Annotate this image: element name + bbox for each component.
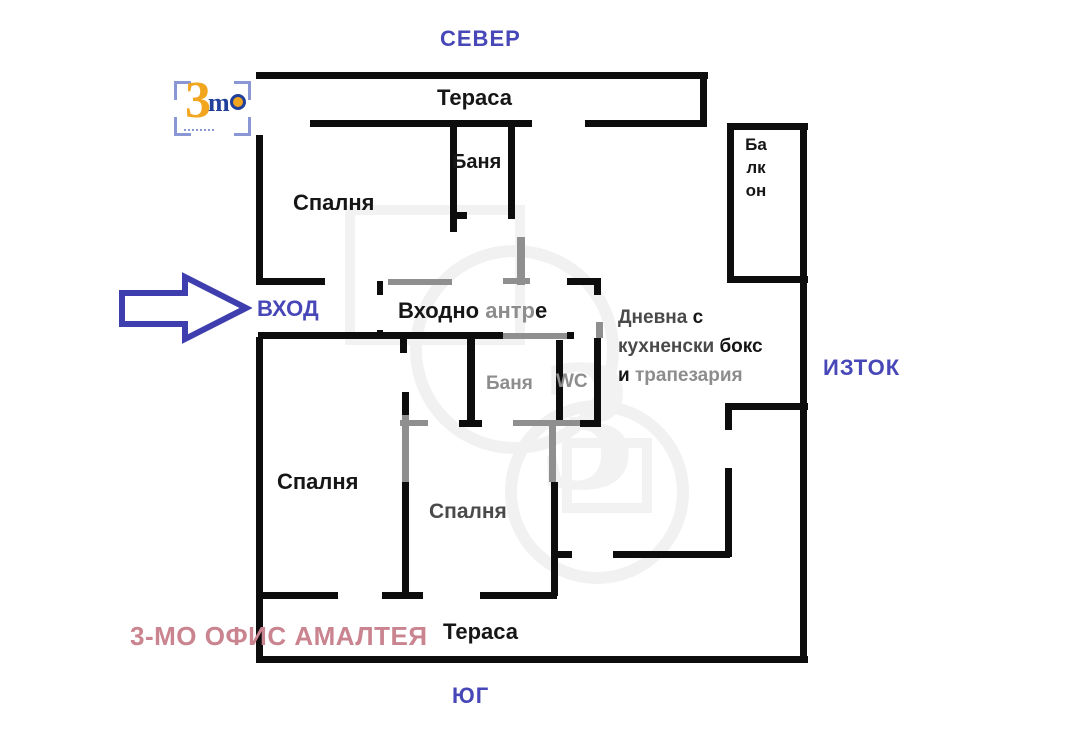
terrace-wall-bottom [382,592,423,599]
living-room-label-part: с [692,307,704,328]
wc-wall-right [594,338,601,427]
hall-wall-bottom [258,332,503,339]
door-jamb [580,420,601,427]
wall-segment [256,278,325,285]
compass-south-label: ЮГ [452,683,490,708]
door-opening [549,420,556,482]
balcony-wall-left [727,123,734,283]
bath1-wall-left [450,123,457,232]
logo-bracket-icon [234,81,251,100]
wc-wall-left [556,340,563,423]
terrace-wall-bottom [480,592,557,599]
logo-bracket-icon [234,117,251,136]
bedroom1-label: Спалня [293,190,375,215]
door-jamb [551,551,572,558]
door-opening [503,333,567,339]
logo-bracket-icon [174,117,191,136]
bedroom3-wall-right [551,482,558,596]
door-jamb [377,281,383,295]
terrace-top-label: Тераса [437,85,512,110]
wall-segment [725,403,808,410]
entry-hall-label-part: Входно [398,298,486,323]
compass-north-label: СЕВЕР [440,26,521,51]
living-room-label: Дневна с кухненски бокс и трапезария [618,303,763,390]
logo-bracket-icon [174,81,191,100]
bath2-wall-left [467,338,475,427]
wall-segment [700,72,707,125]
entrance-label: ВХОД [257,296,319,321]
logo-o-mark-icon [230,94,246,110]
logo-fineprint [184,129,214,131]
entry-hall-label-part: е [535,298,548,323]
wall-bottom-outer [256,656,808,663]
bedroom-partition [402,392,409,415]
living-wall-bottom [613,551,730,558]
compass-east-label: ИЗТОК [823,355,901,380]
logo-letter-m: m [208,88,230,117]
wall-segment [567,278,601,285]
wall-segment [594,285,601,295]
bath1-label: Баня [452,151,502,173]
living-room-label-part: кухненски [618,336,720,357]
wall-segment [567,332,574,339]
balcony-wall-bottom [727,276,808,283]
bedroom3-label: Спалня [429,500,507,523]
door-opening [388,279,452,285]
terrace-bottom-label: Тераса [443,619,518,644]
bath1-wall-right [508,123,515,219]
terrace-wall-bottom [258,592,338,599]
wall-left-outer [256,337,263,663]
door-jamb [400,335,407,353]
wc-label: WC [556,371,588,392]
door-opening [402,415,409,482]
wall-segment [310,120,532,127]
wall-segment [725,468,732,557]
door-opening [503,278,530,284]
wall-segment [725,403,732,430]
bedroom-partition [402,482,409,594]
entry-hall-label-part: антр [485,298,535,323]
living-room-label-part: и [618,365,635,386]
logo-numeral: 3 [185,72,211,129]
door-opening [517,237,525,285]
living-room-label-part: трапезария [634,365,743,386]
living-room-label-part: Дневна [618,307,693,328]
living-room-label-part: бокс [719,336,763,357]
balcony-label: Балкон [745,135,767,200]
agency-watermark: 3-МО ОФИС АМАЛТЕЯ [130,621,428,651]
door-opening [513,420,580,426]
balcony-wall-top [727,123,808,130]
bath2-label: Баня [486,373,533,394]
bedroom2-label: Спалня [277,469,359,494]
wall-right-outer [800,123,807,663]
ghost-watermark-frame [562,438,652,513]
entrance-arrow-icon [119,272,252,344]
wall-segment [256,72,708,79]
agency-logo: 3 m [174,72,252,138]
door-jamb [450,212,467,219]
door-jamb [459,420,482,427]
door-opening [596,322,603,338]
wall-segment [585,120,707,127]
wall-left-outer [256,135,263,281]
entry-hall-label: Входно антре [398,298,547,324]
door-opening [400,420,428,426]
